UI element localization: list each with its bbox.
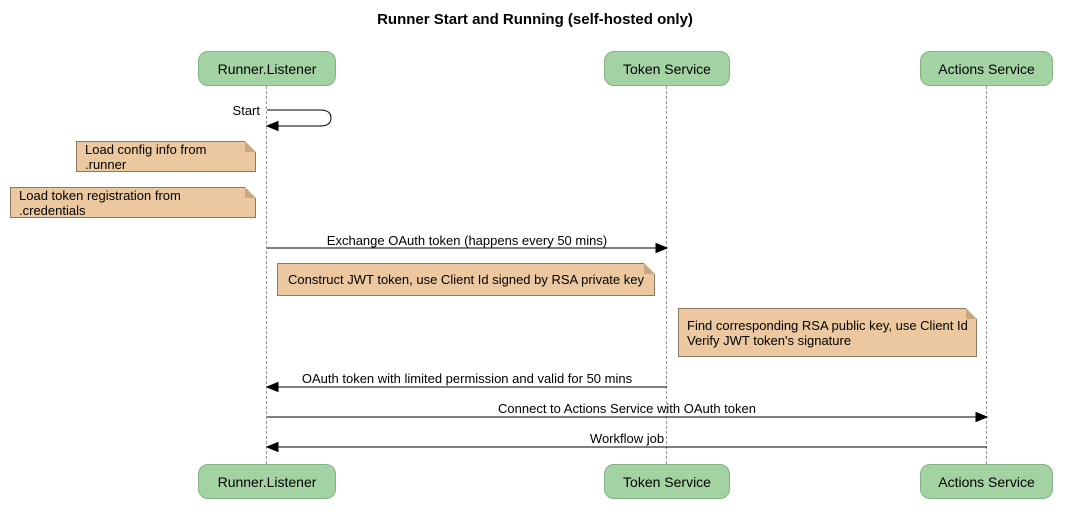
lifeline-actions-service <box>986 86 987 464</box>
lifeline-token-service <box>666 86 667 464</box>
note-text: Find corresponding RSA public key, use C… <box>687 317 968 348</box>
note-construct-jwt: Construct JWT token, use Client Id signe… <box>277 263 655 296</box>
participant-label: Token Service <box>623 60 711 77</box>
participant-actions-service-top: Actions Service <box>920 51 1053 86</box>
participant-runner-listener-top: Runner.Listener <box>198 51 336 86</box>
message-label-workflow-job: Workflow job <box>589 431 665 446</box>
participant-token-service-top: Token Service <box>604 51 730 86</box>
note-text: Load token registration from .credential… <box>19 187 181 218</box>
note-text: Load config info from .runner <box>85 141 207 172</box>
participant-token-service-bottom: Token Service <box>604 464 730 499</box>
participant-label: Actions Service <box>938 473 1035 490</box>
message-label-oauth-token-return: OAuth token with limited permission and … <box>301 371 633 386</box>
message-label-connect-actions-service: Connect to Actions Service with OAuth to… <box>498 401 756 416</box>
note-verify-jwt: Find corresponding RSA public key, use C… <box>678 308 977 357</box>
message-label-exchange-oauth-token: Exchange OAuth token (happens every 50 m… <box>326 233 608 248</box>
note-load-token-registration: Load token registration from .credential… <box>10 187 256 218</box>
participant-actions-service-bottom: Actions Service <box>920 464 1053 499</box>
participant-label: Runner.Listener <box>217 60 317 77</box>
note-text: Construct JWT token, use Client Id signe… <box>288 272 644 287</box>
lifeline-runner-listener <box>266 86 267 464</box>
participant-label: Actions Service <box>938 60 1035 77</box>
diagram-title: Runner Start and Running (self-hosted on… <box>377 11 693 28</box>
note-load-config: Load config info from .runner <box>76 141 256 172</box>
message-label-start: Start <box>232 103 260 118</box>
participant-label: Token Service <box>623 473 711 490</box>
participant-label: Runner.Listener <box>217 473 317 490</box>
arrowhead-start <box>265 120 279 132</box>
participant-runner-listener-bottom: Runner.Listener <box>198 464 336 499</box>
arrow-start-self <box>267 109 332 127</box>
